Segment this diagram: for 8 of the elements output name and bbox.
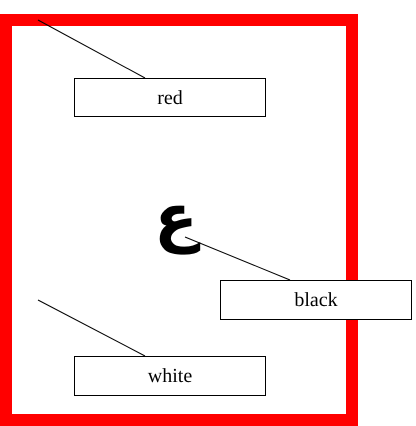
arabic-letter: ع xyxy=(140,182,212,254)
frame-box xyxy=(0,14,358,426)
leader-line xyxy=(184,236,290,280)
leader-line xyxy=(38,300,146,356)
label-box: red xyxy=(74,78,266,117)
leader-line xyxy=(38,20,146,78)
label-box: black xyxy=(220,280,412,320)
label-box: white xyxy=(74,356,266,396)
